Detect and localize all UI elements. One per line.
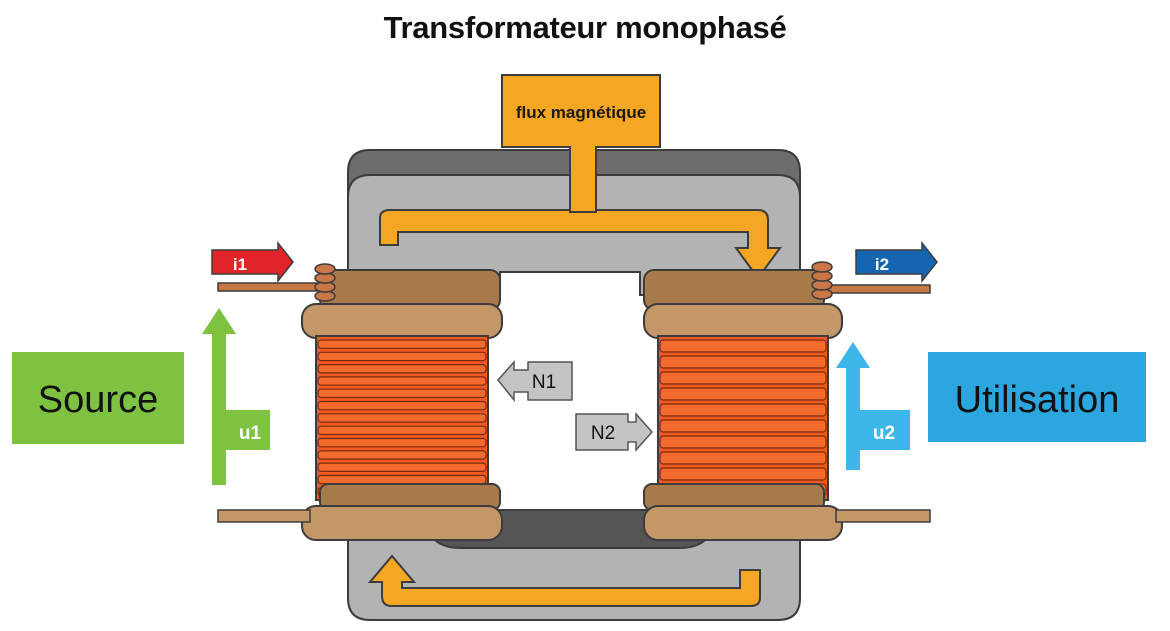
upper-flux-arrow xyxy=(379,209,782,280)
left-bobbin-top-flange xyxy=(301,303,503,339)
coil-turn xyxy=(317,400,487,411)
left-bobbin-bottom-flange xyxy=(301,505,503,541)
u2-arrow: u2 xyxy=(836,342,910,470)
coil-turn xyxy=(317,364,487,374)
primary-lead-top xyxy=(217,282,331,292)
lower-core-body xyxy=(347,534,801,621)
secondary-lead-top xyxy=(817,284,931,294)
u1-label: u1 xyxy=(239,423,262,444)
flux-label-box xyxy=(501,74,661,148)
i1-label: i1 xyxy=(233,255,247,274)
coil-turn xyxy=(659,451,827,465)
secondary-lead-bottom xyxy=(835,509,931,523)
n2-label: N2 xyxy=(591,423,615,444)
coil-turn xyxy=(659,419,827,433)
n1-pointer: N1 xyxy=(497,360,573,403)
secondary-winding xyxy=(643,261,931,541)
n2-pointer: N2 xyxy=(575,412,654,452)
n1-label: N1 xyxy=(532,372,556,393)
coil-turn xyxy=(659,403,827,417)
u2-label: u2 xyxy=(873,423,895,444)
coil-turn xyxy=(317,388,487,399)
right-bobbin-top-flange xyxy=(643,303,843,339)
u1-arrow: u1 xyxy=(202,308,270,485)
coil-turn xyxy=(659,435,827,449)
i2-label: i2 xyxy=(875,255,889,274)
coil-turn xyxy=(317,351,487,362)
flux-label: flux magnétique xyxy=(516,103,646,122)
coil-turn xyxy=(317,376,487,386)
coil-turn xyxy=(659,339,827,353)
coil-turn xyxy=(317,474,487,485)
coil-turn xyxy=(317,339,487,349)
coil-turn xyxy=(659,371,827,385)
coil-turn xyxy=(317,437,487,448)
secondary-terminal xyxy=(811,261,833,300)
coil-turn xyxy=(659,467,827,481)
coil-turn xyxy=(317,413,487,423)
flux-stem xyxy=(569,145,597,213)
upper-core xyxy=(347,149,801,296)
diagram-title: Transformateur monophasé xyxy=(383,10,787,45)
lower-flux-arrow xyxy=(367,554,761,607)
primary-lead-bottom xyxy=(217,509,311,523)
i2-arrow: i2 xyxy=(855,240,938,284)
right-bobbin-bottom-flange xyxy=(643,505,843,541)
coil-turn xyxy=(659,355,827,369)
primary-terminal xyxy=(314,263,336,302)
upper-core-body xyxy=(347,174,801,296)
coil-turn xyxy=(317,450,487,460)
source-label: Source xyxy=(38,379,158,421)
utilisation-label: Utilisation xyxy=(955,379,1120,421)
source-box: Source xyxy=(12,352,184,444)
primary-winding xyxy=(217,263,503,541)
coil-turn xyxy=(317,462,487,473)
coil-turn xyxy=(659,387,827,401)
utilisation-box: Utilisation xyxy=(928,352,1146,442)
coil-turn xyxy=(317,425,487,436)
i1-arrow: i1 xyxy=(211,240,294,284)
flux-label-group: flux magnétique xyxy=(501,74,661,213)
